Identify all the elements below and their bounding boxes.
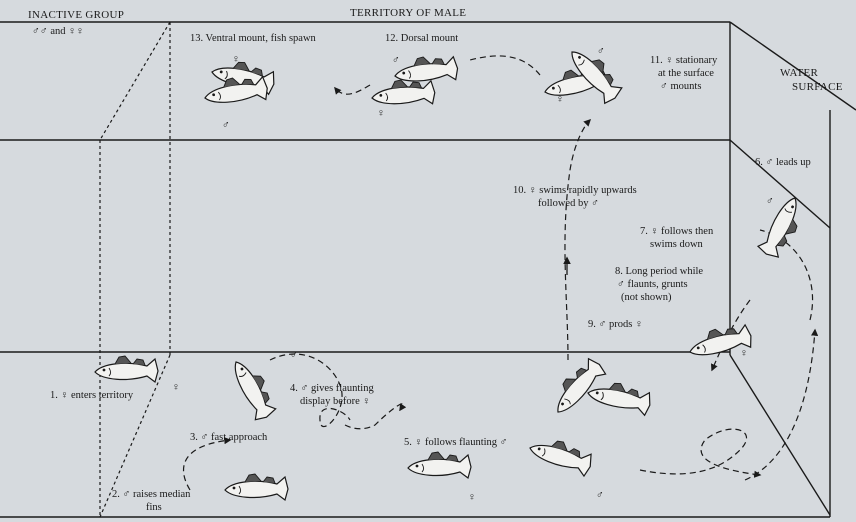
step-6-label: 6. ♂ leads up	[755, 157, 811, 168]
territory-label: TERRITORY OF MALE	[350, 7, 466, 19]
male-mark: ♂	[392, 55, 400, 66]
male-mark: ♂	[222, 120, 230, 131]
step-8-label-line3: (not shown)	[621, 292, 672, 303]
female-mark: ♀	[556, 94, 564, 105]
female-mark: ♀	[232, 54, 240, 65]
water-label: WATER	[780, 67, 819, 79]
step-4-label-line2: display before ♀	[300, 396, 370, 407]
step-1-label: 1. ♀ enters territory	[50, 390, 134, 401]
step-4-label-line1: 4. ♂ gives flaunting	[290, 383, 374, 394]
step-10-label-line1: 10. ♀ swims rapidly upwards	[513, 185, 637, 196]
step-8-label-line1: 8. Long period while	[615, 266, 703, 277]
female-mark: ♀	[172, 382, 180, 393]
inactive-group-label: INACTIVE GROUP	[28, 9, 124, 21]
step-2-label-line1: 2. ♂ raises median	[112, 489, 191, 500]
step-7-label-line1: 7. ♀ follows then	[640, 226, 714, 237]
male-mark: ♂	[766, 196, 774, 207]
surface-label: SURFACE	[792, 81, 843, 93]
step-2-label-line2: fins	[146, 502, 162, 513]
step-5-label: 5. ♀ follows flaunting ♂	[404, 437, 508, 448]
step-7-label-line2: swims down	[650, 239, 704, 250]
step-8-label-line2: ♂ flaunts, grunts	[617, 279, 688, 290]
female-mark: ♀	[377, 108, 385, 119]
step-3-label: 3. ♂ fast approach	[190, 432, 268, 443]
female-mark: ♀	[468, 492, 476, 503]
step-11-label-line3: ♂ mounts	[660, 81, 701, 92]
male-mark: ♂	[597, 46, 605, 57]
inactive-group-sub: ♂♂ and ♀♀	[32, 26, 84, 37]
step-11-label-line2: at the surface	[658, 68, 714, 79]
female-mark: ♀	[740, 348, 748, 359]
male-mark: ♂	[596, 490, 604, 501]
step-12-label: 12. Dorsal mount	[385, 33, 458, 44]
step-13-label: 13. Ventral mount, fish spawn	[190, 33, 317, 44]
male-mark: ♂	[290, 350, 298, 361]
step-10-label-line2: followed by ♂	[538, 198, 599, 209]
step-11-label-line1: 11. ♀ stationary	[650, 55, 718, 66]
step-9-label: 9. ♂ prods ♀	[588, 319, 643, 330]
